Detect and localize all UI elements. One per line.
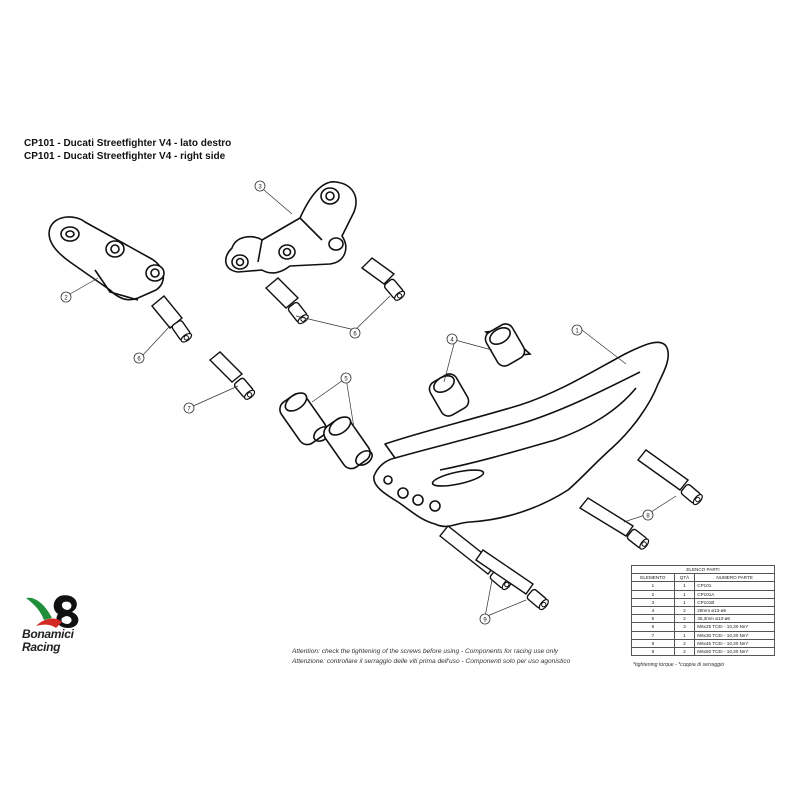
cell-part-number: CP101B <box>694 597 775 607</box>
parts-table: ELENCO PARTI ELEMENTO QTÀ NUMERO PARTE 1… <box>631 564 775 657</box>
callout-5-label: 5 <box>344 377 348 383</box>
cover-part-1 <box>373 341 670 528</box>
cell-qty: 2 <box>673 638 696 648</box>
callout-7: 7 <box>183 402 195 414</box>
screw-8-upper <box>636 449 705 507</box>
screw-6-right <box>360 257 407 303</box>
screw-9-right <box>475 549 551 612</box>
spacer-part-5 <box>279 392 373 470</box>
title-block: CP101 - Ducati Streetfighter V4 - lato d… <box>24 137 231 163</box>
callout-2: 2 <box>60 291 72 303</box>
cell-element: 6 <box>631 622 675 632</box>
cell-qty: 1 <box>673 581 696 591</box>
callout-9-label: 9 <box>483 618 487 624</box>
cell-element: 7 <box>631 630 675 640</box>
callout-1-label: 1 <box>575 329 579 335</box>
col-header-part-number: NUMERO PARTE <box>694 573 775 583</box>
callout-6b-label: 6 <box>353 332 357 338</box>
callout-4-label: 4 <box>450 338 454 344</box>
title-english: CP101 - Ducati Streetfighter V4 - right … <box>24 151 226 162</box>
callout-2-label: 2 <box>64 296 68 302</box>
callout-3: 3 <box>254 180 266 192</box>
title-italian: CP101 - Ducati Streetfighter V4 - lato d… <box>24 138 232 149</box>
callout-6-right: 6 <box>349 327 361 339</box>
torque-footnote: *tightening torque - *coppia di serraggi… <box>633 662 725 668</box>
bracket-part-3 <box>225 181 357 274</box>
bracket-part-2 <box>48 216 165 301</box>
cell-element: 1 <box>631 581 675 591</box>
col-header-qty: QTÀ <box>673 573 696 583</box>
brand-name: Bonamici Racing <box>22 628 74 654</box>
cell-element: 4 <box>631 605 675 616</box>
cell-part-number: M6x25 TCEI - 10,30 Nm* <box>694 622 775 632</box>
screw-6-left <box>151 295 194 345</box>
cell-qty: 2 <box>673 614 696 624</box>
note-italian: Attenzione: controllare il serraggio del… <box>292 658 571 665</box>
cell-part-number: 28mm ø13-ø6 <box>694 605 775 616</box>
cell-qty: 2 <box>673 605 696 616</box>
callout-9: 9 <box>479 613 491 625</box>
brand-line-2: Racing <box>22 640 61 654</box>
callout-5: 5 <box>340 372 352 384</box>
callout-4: 4 <box>446 333 458 345</box>
screw-8-lower <box>578 497 651 552</box>
callout-7-label: 7 <box>187 407 191 413</box>
cell-part-number: M6x50 TCEI - 10,30 Nm* <box>694 646 775 657</box>
spacer-part-4 <box>428 323 532 417</box>
cell-qty: 1 <box>673 597 696 607</box>
col-header-element: ELEMENTO <box>631 573 675 583</box>
callout-6-left: 6 <box>133 352 145 364</box>
callout-3-label: 3 <box>258 185 262 191</box>
bonamici-logo-icon <box>26 595 79 628</box>
cell-element: 2 <box>631 589 675 599</box>
cell-element: 8 <box>631 638 675 648</box>
cell-qty: 1 <box>673 630 696 640</box>
cell-element: 5 <box>631 614 675 624</box>
cell-part-number: M6x45 TCEI - 10,30 Nm* <box>694 638 775 648</box>
cell-qty: 2 <box>673 646 696 657</box>
callout-6a-label: 6 <box>137 357 141 363</box>
cell-element: 3 <box>631 597 675 607</box>
note-english: Attention: check the tightening of the s… <box>292 648 559 655</box>
parts-table-title: ELENCO PARTI <box>631 564 775 575</box>
callout-8-label: 8 <box>646 514 650 520</box>
callout-8: 8 <box>642 509 654 521</box>
safety-notes: Attention: check the tightening of the s… <box>292 647 570 667</box>
cell-qty: 3 <box>673 622 696 632</box>
cell-part-number: 35,3mm ø13-ø6 <box>694 614 775 624</box>
cell-part-number: M6x30 TCEI - 10,30 Nm* <box>694 630 775 640</box>
callout-1: 1 <box>571 324 583 336</box>
cell-part-number: CP101 <box>694 581 775 591</box>
screw-7 <box>208 351 257 402</box>
cell-element: 9 <box>631 646 675 657</box>
cell-qty: 1 <box>673 589 696 599</box>
screw-6-mid <box>264 277 311 326</box>
brand-line-1: Bonamici <box>22 627 74 641</box>
cell-part-number: CP101A <box>694 589 775 599</box>
